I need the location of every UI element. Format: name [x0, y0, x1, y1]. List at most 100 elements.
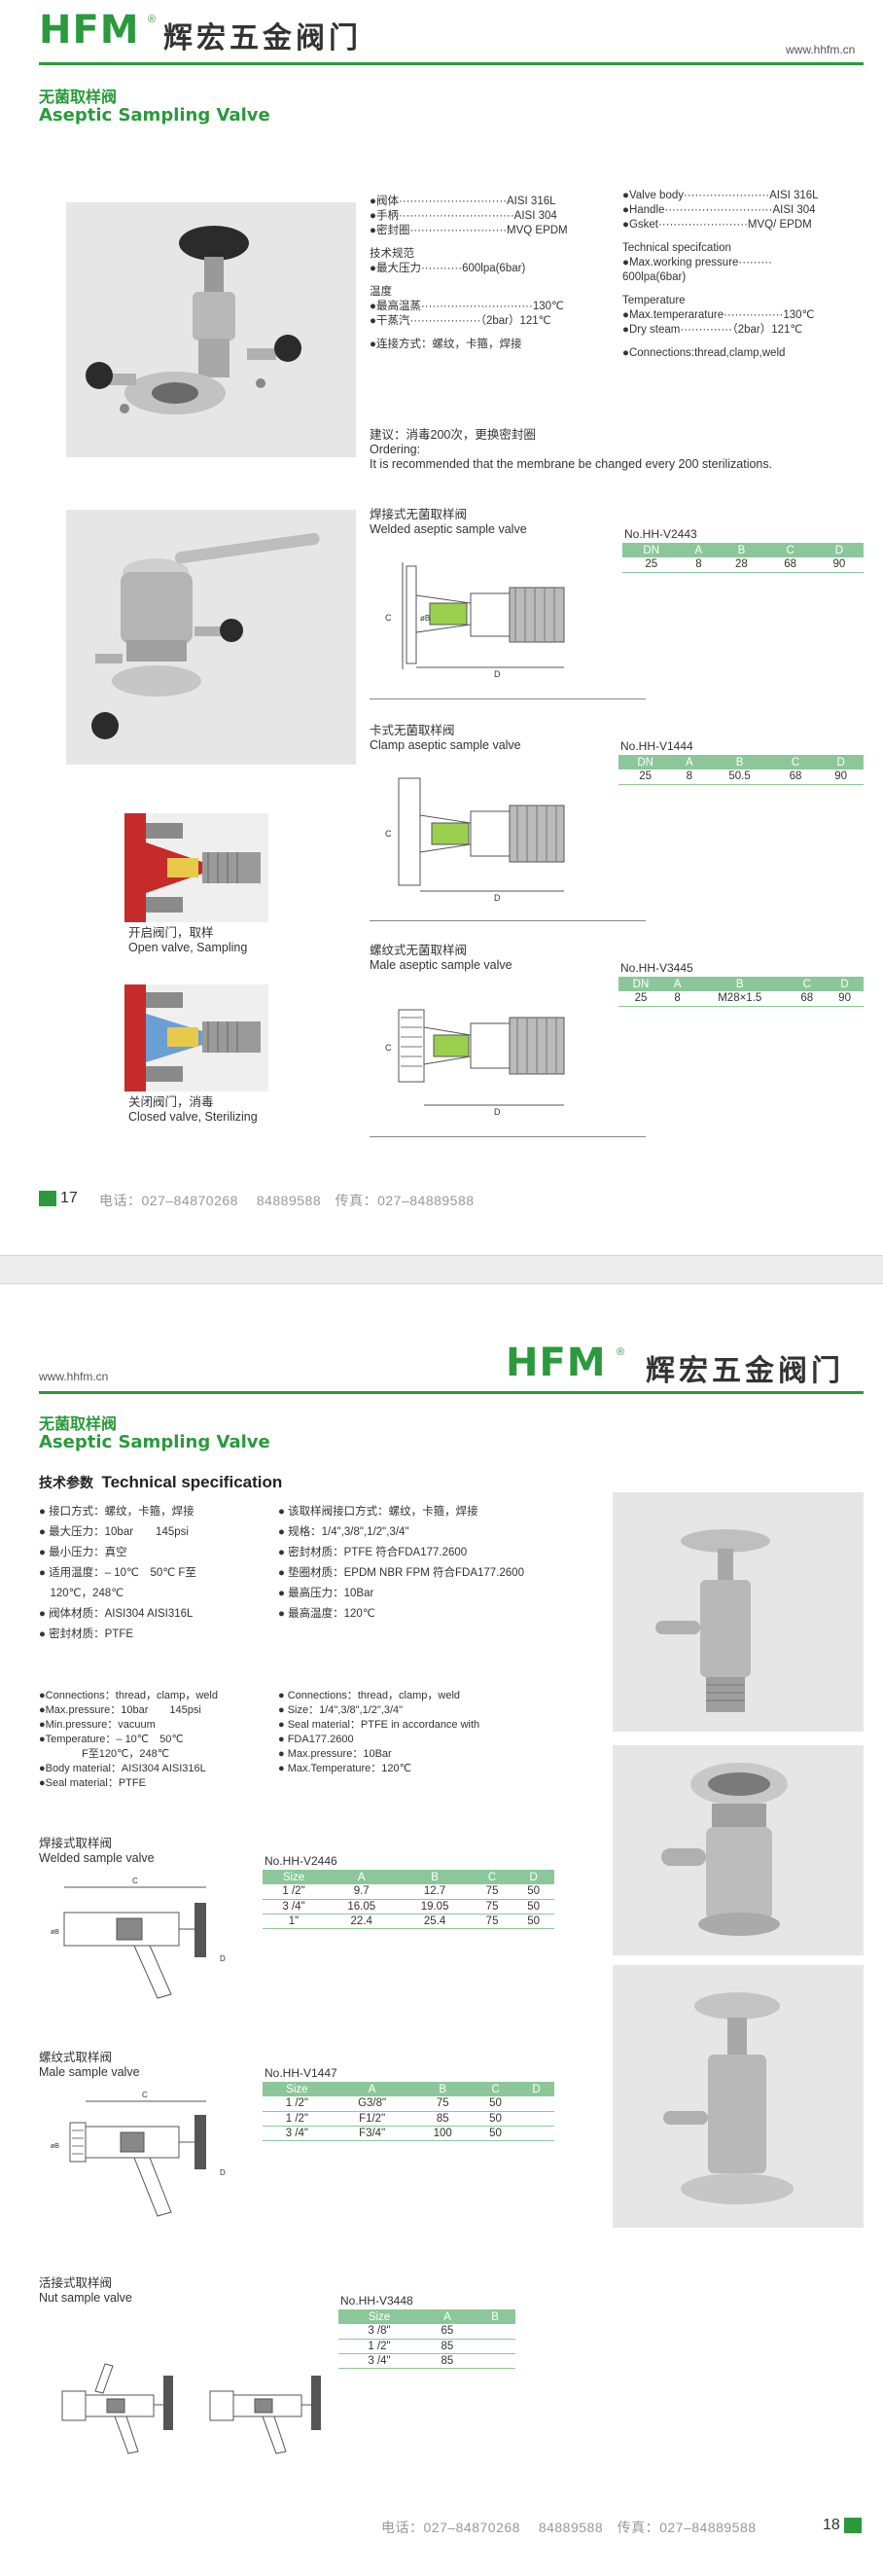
- col-header: D: [512, 1870, 554, 1884]
- col-header: A: [662, 977, 692, 991]
- product-name-cn: 活接式取样阀: [39, 2276, 113, 2290]
- spec-item: ● 垫圈材质：EPDM NBR FPM 符合FDA177.2600: [278, 1567, 524, 1579]
- spec-list-left-en: ●Connections：thread，clamp，weld ●Max.pres…: [39, 1689, 272, 1791]
- spec-item: F至120℃，248℃: [39, 1748, 170, 1760]
- table-cell: [474, 2324, 515, 2340]
- col-header: A: [680, 543, 718, 557]
- spec-cn-line: ●密封圈··························MVQ EPDM: [370, 225, 568, 236]
- svg-text:C: C: [142, 2091, 148, 2099]
- table-cell: 19.05: [398, 1899, 472, 1914]
- col-header: D: [518, 2082, 554, 2096]
- closed-valve-label-en: Closed valve, Sterilizing: [128, 1110, 258, 1124]
- spec-item: ● 最高温度：120℃: [278, 1608, 375, 1620]
- table-row: 25 8 28 68 90: [622, 557, 864, 573]
- col-header: Size: [338, 2309, 420, 2324]
- col-header: D: [814, 543, 864, 557]
- product-name-en: Welded aseptic sample valve: [370, 522, 527, 536]
- product-photo-aseptic-valve: [66, 202, 356, 457]
- green-square-marker-icon: [39, 1191, 56, 1206]
- spec-list-right-cn: ● 该取样阀接口方式：螺纹，卡箍，焊接 ● 规格：1/4",3/8",1/2",…: [278, 1502, 599, 1625]
- col-header: C: [471, 1870, 513, 1884]
- catalog-page-18: www.hhfm.cn HFM ® 辉宏五金阀门 无菌取样阀 Aseptic S…: [0, 1284, 883, 2576]
- table-cell: 85: [412, 2111, 473, 2127]
- tech-heading-en: Technical specifcation: [622, 242, 731, 254]
- welded-valve-drawing: D C øB: [379, 553, 613, 679]
- product-photo-sample-valve-2: [613, 1745, 864, 1955]
- table-cell: F3/4": [331, 2126, 413, 2141]
- brand-logo: HFM: [506, 1341, 607, 1385]
- table-cell: 28: [717, 557, 766, 573]
- spec-cn-line: ●手柄·······························AISI 3…: [370, 210, 557, 222]
- table-cell: 68: [765, 557, 815, 573]
- col-header: Size: [263, 1870, 326, 1884]
- dimension-table: Size A B 3 /8" 65 1 /2" 85 3 /4" 85: [338, 2309, 515, 2369]
- spec-heading-cn: 技术参数: [39, 1475, 93, 1490]
- spec-item: ● Connections：thread，clamp，weld: [278, 1690, 461, 1701]
- table-cell: 9.7: [325, 1884, 399, 1900]
- green-square-marker-icon: [844, 2518, 862, 2533]
- table-cell: 25: [618, 991, 663, 1007]
- advice-cn: 建议：消毒200次，更换密封圈: [370, 428, 536, 442]
- model-number: No.HH-V1444: [620, 739, 693, 753]
- spec-cn-line: ●阀体·····························AISI 316…: [370, 196, 556, 207]
- brand-name-cn: 辉宏五金阀门: [646, 1354, 844, 1388]
- spec-item: ●Body material：AISI304 AISI316L: [39, 1763, 206, 1774]
- table-header-row: DN A B C D: [618, 977, 864, 991]
- open-valve-label-cn: 开启阀门，取样: [128, 926, 214, 940]
- table-cell: 85: [420, 2339, 475, 2354]
- spec-item: ● 适用温度：– 10℃ 50℃ F至: [39, 1567, 196, 1579]
- model-number: No.HH-V2443: [624, 527, 697, 541]
- product-name-cn: 焊接式无菌取样阀: [370, 508, 468, 521]
- spec-item: ● FDA177.2600: [278, 1734, 354, 1745]
- svg-text:C: C: [385, 829, 392, 839]
- product-name-en: Welded sample valve: [39, 1851, 155, 1865]
- temp-line-en: ●Max.temperarature················130℃: [622, 309, 815, 321]
- table-cell: 25: [618, 769, 673, 785]
- col-header: D: [826, 977, 864, 991]
- svg-text:øB: øB: [51, 1929, 59, 1936]
- website-url[interactable]: www.hhfm.cn: [39, 1370, 109, 1383]
- table-cell: [518, 2096, 554, 2112]
- table-cell: 75: [471, 1884, 513, 1900]
- page-number: 18: [823, 2517, 840, 2533]
- table-cell: 1 /2": [338, 2339, 420, 2354]
- table-cell: 75: [412, 2096, 473, 2112]
- spec-item: ● 最大压力：10bar 145psi: [39, 1526, 189, 1538]
- table-cell: 25: [622, 557, 681, 573]
- temp-line-cn: ●最高温蒸······························130℃: [370, 301, 564, 312]
- website-url[interactable]: www.hhfm.cn: [786, 43, 856, 56]
- table-cell: 3 /4": [263, 1899, 326, 1914]
- col-header: A: [672, 755, 707, 769]
- spec-list-right-en: ● Connections：thread，clamp，weld ● Size：1…: [278, 1689, 599, 1776]
- product-photo-sample-valve-1: [613, 1492, 864, 1732]
- col-header: DN: [622, 543, 681, 557]
- product-name-en: Clamp aseptic sample valve: [370, 738, 521, 752]
- temp-heading-en: Temperature: [622, 295, 686, 306]
- temp-line-en: ●Dry steam··············（2bar）121℃: [622, 324, 803, 336]
- col-header: B: [398, 1870, 472, 1884]
- col-header: A: [420, 2309, 475, 2324]
- dimension-table: Size A B C D 1 /2" G3/8" 75 50 1 /2" F1/…: [263, 2082, 554, 2141]
- svg-text:øB: øB: [420, 614, 430, 623]
- model-number: No.HH-V3445: [620, 961, 693, 975]
- table-cell: 16.05: [325, 1899, 399, 1914]
- table-cell: [518, 2111, 554, 2127]
- table-cell: 50: [473, 2096, 519, 2112]
- table-cell: 65: [420, 2324, 475, 2340]
- table-row: 3 /8" 65: [338, 2324, 515, 2340]
- table-row: 1 /2" F1/2" 85 50: [263, 2111, 554, 2127]
- col-header: B: [706, 755, 773, 769]
- open-valve-label-en: Open valve, Sampling: [128, 941, 248, 954]
- registered-mark-icon: ®: [617, 1346, 625, 1358]
- product-name-en: Male aseptic sample valve: [370, 958, 512, 972]
- brand-logo: HFM: [39, 8, 140, 53]
- table-cell: 50: [473, 2111, 519, 2127]
- dimension-table: Size A B C D 1 /2" 9.7 12.7 75 50 3 /4" …: [263, 1870, 554, 1929]
- table-cell: 8: [672, 769, 707, 785]
- table-cell: 3 /4": [263, 2126, 332, 2141]
- table-cell: 1": [263, 1914, 326, 1929]
- product-name-cn: 焊接式取样阀: [39, 1837, 113, 1850]
- closed-valve-label-cn: 关闭阀门，消毒: [128, 1095, 214, 1109]
- spec-item: ● 该取样阀接口方式：螺纹，卡箍，焊接: [278, 1506, 478, 1518]
- table-cell: M28×1.5: [691, 991, 789, 1007]
